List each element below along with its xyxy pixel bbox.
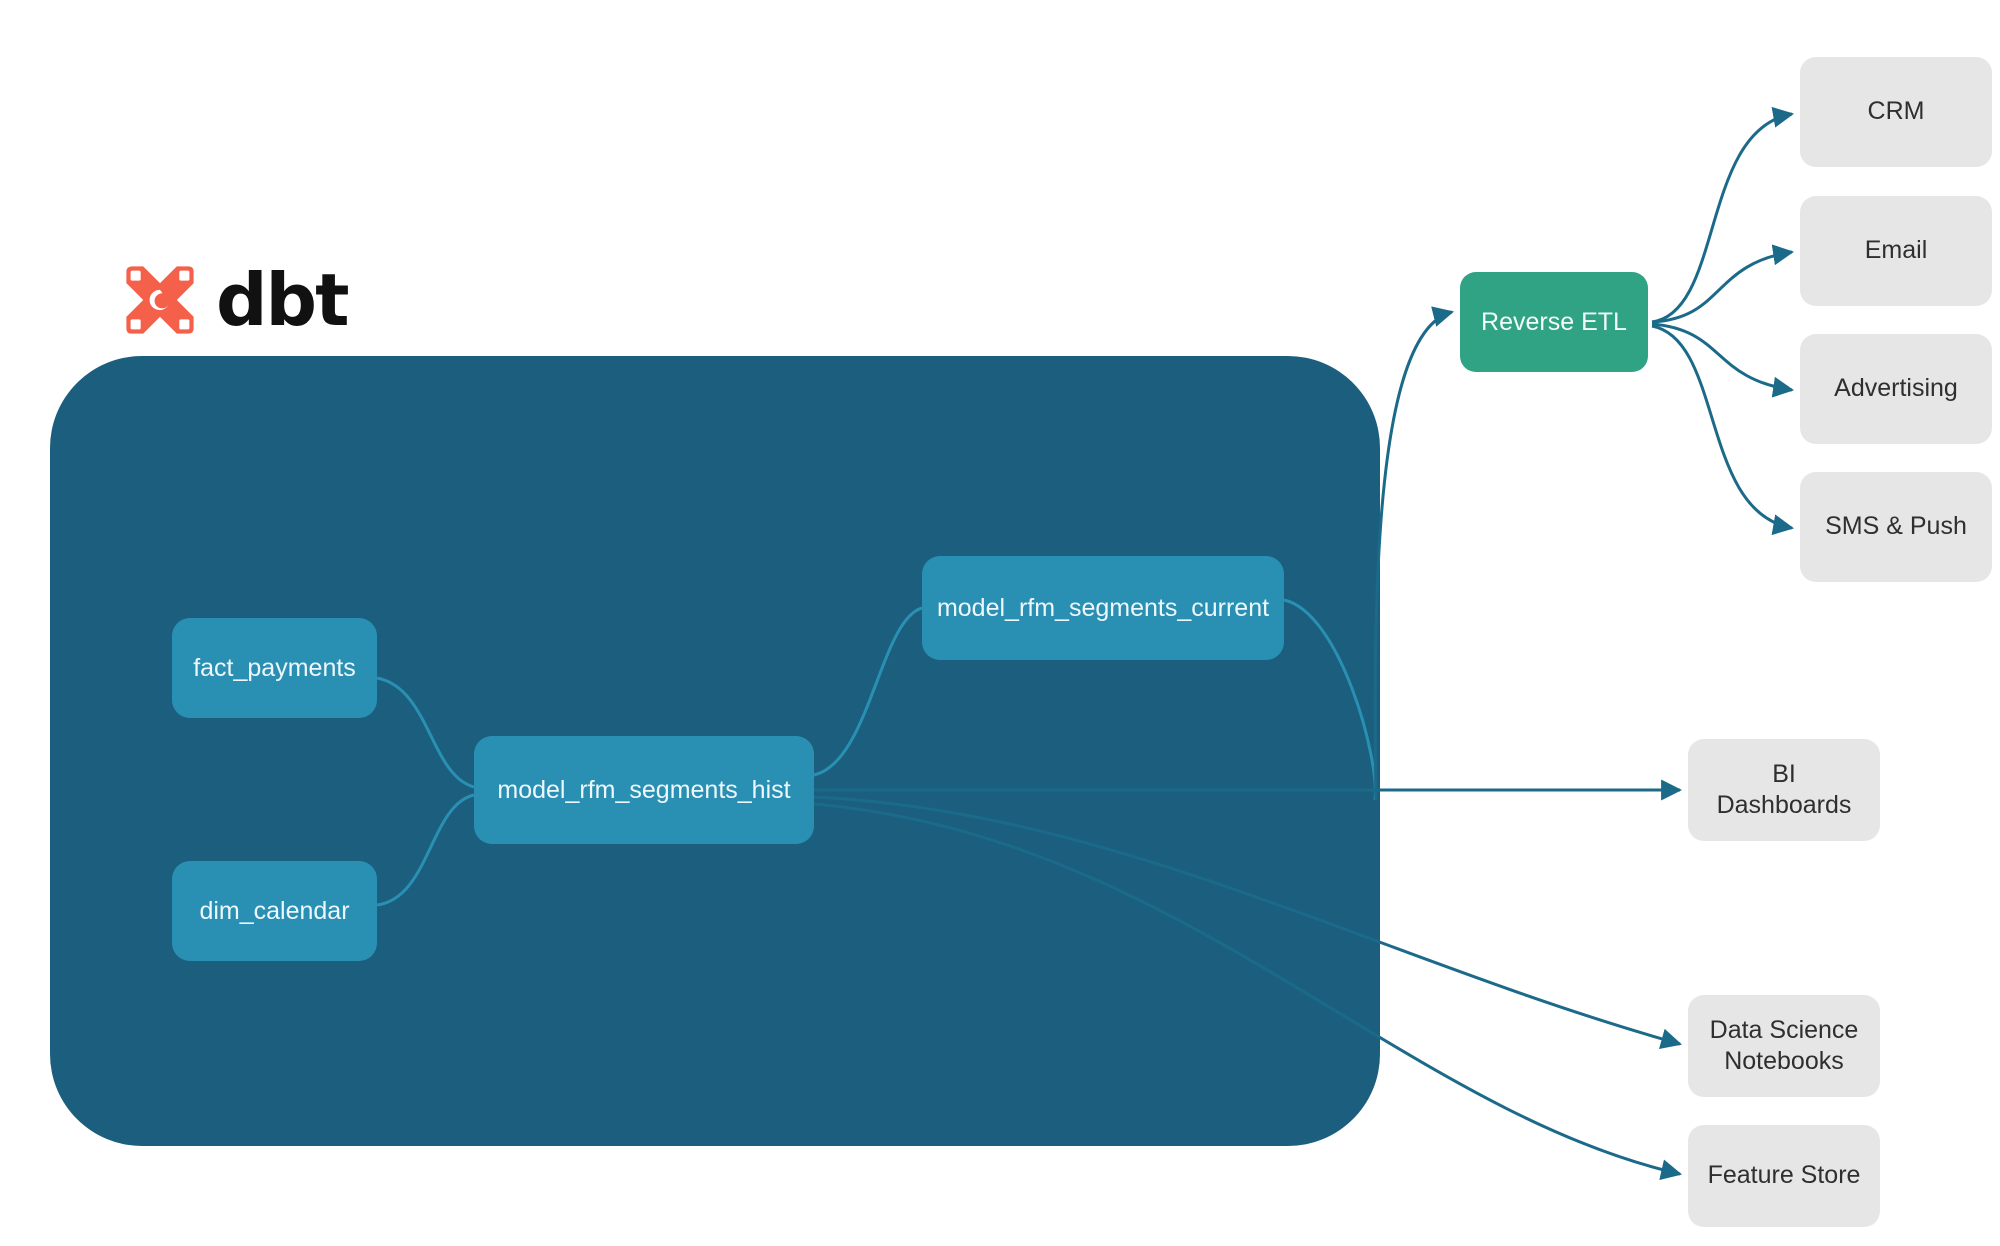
consumer-label-line2: Notebooks bbox=[1724, 1047, 1844, 1075]
dbt-brand: dbt bbox=[118, 258, 349, 342]
reverse-etl-label: Reverse ETL bbox=[1481, 307, 1627, 336]
model-node-dim-calendar[interactable]: dim_calendar bbox=[172, 861, 377, 961]
destination-label: Advertising bbox=[1834, 374, 1958, 403]
edge-reverse-etl-to-crm bbox=[1651, 106, 1795, 324]
dbt-logo-icon bbox=[126, 266, 194, 334]
edge-reverse-etl-to-sms-push bbox=[1651, 324, 1795, 536]
destination-node-advertising[interactable]: Advertising bbox=[1800, 334, 1992, 444]
model-node-label: model_rfm_segments_hist bbox=[497, 775, 791, 804]
edge-reverse-etl-to-advertising bbox=[1651, 322, 1795, 398]
destination-node-email[interactable]: Email bbox=[1800, 196, 1992, 306]
edge-reverse-etl-to-email bbox=[1651, 244, 1795, 324]
model-node-label: dim_calendar bbox=[199, 896, 350, 925]
destination-label: Email bbox=[1864, 236, 1928, 265]
model-node-label: model_rfm_segments_current bbox=[936, 593, 1270, 622]
consumer-label: Data Science Notebooks bbox=[1710, 1015, 1859, 1078]
reverse-etl-node[interactable]: Reverse ETL bbox=[1460, 272, 1648, 372]
edge-container-to-reverse-etl bbox=[1373, 306, 1455, 801]
consumer-label: Feature Store bbox=[1707, 1161, 1861, 1190]
destination-label: SMS & Push bbox=[1825, 512, 1967, 541]
model-node-model-rfm-segments-current[interactable]: model_rfm_segments_current bbox=[922, 556, 1284, 660]
consumer-node-feature-store[interactable]: Feature Store bbox=[1688, 1125, 1880, 1227]
consumer-node-bi-dashboards[interactable]: BI Dashboards bbox=[1688, 739, 1880, 841]
model-node-fact-payments[interactable]: fact_payments bbox=[172, 618, 377, 718]
consumer-node-data-science-notebooks[interactable]: Data Science Notebooks bbox=[1688, 995, 1880, 1097]
destination-label: CRM bbox=[1867, 97, 1925, 126]
destination-node-sms-push[interactable]: SMS & Push bbox=[1800, 472, 1992, 582]
consumer-label: BI Dashboards bbox=[1716, 759, 1852, 819]
dbt-wordmark: dbt bbox=[216, 258, 349, 342]
consumer-label-line1: Data Science bbox=[1709, 1015, 1859, 1044]
model-node-model-rfm-segments-hist[interactable]: model_rfm_segments_hist bbox=[474, 736, 814, 844]
destination-node-crm[interactable]: CRM bbox=[1800, 57, 1992, 167]
model-node-label: fact_payments bbox=[193, 653, 356, 682]
